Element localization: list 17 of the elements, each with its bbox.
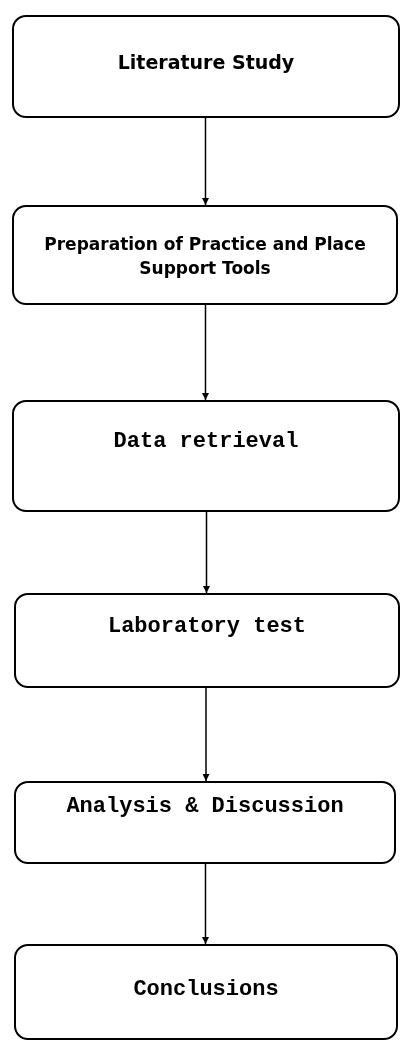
box-label: Data retrieval [113,428,299,456]
box-label: Analysis & Discussion [66,793,344,821]
process-box [12,205,398,305]
arrow [202,687,210,782]
arrow [202,117,209,206]
arrow [202,304,209,401]
process-box [14,593,400,688]
arrow [203,511,210,594]
process-box [14,781,396,864]
process-box [14,944,398,1040]
process-box [12,400,400,512]
box-label: Preparation of Practice and Place Support Tools [43,233,367,280]
box-label: Laboratory test [107,613,306,641]
box-label: Literature Study [117,50,295,75]
arrow [202,863,209,945]
box-label: Conclusions [133,976,279,1004]
process-box [12,15,400,118]
